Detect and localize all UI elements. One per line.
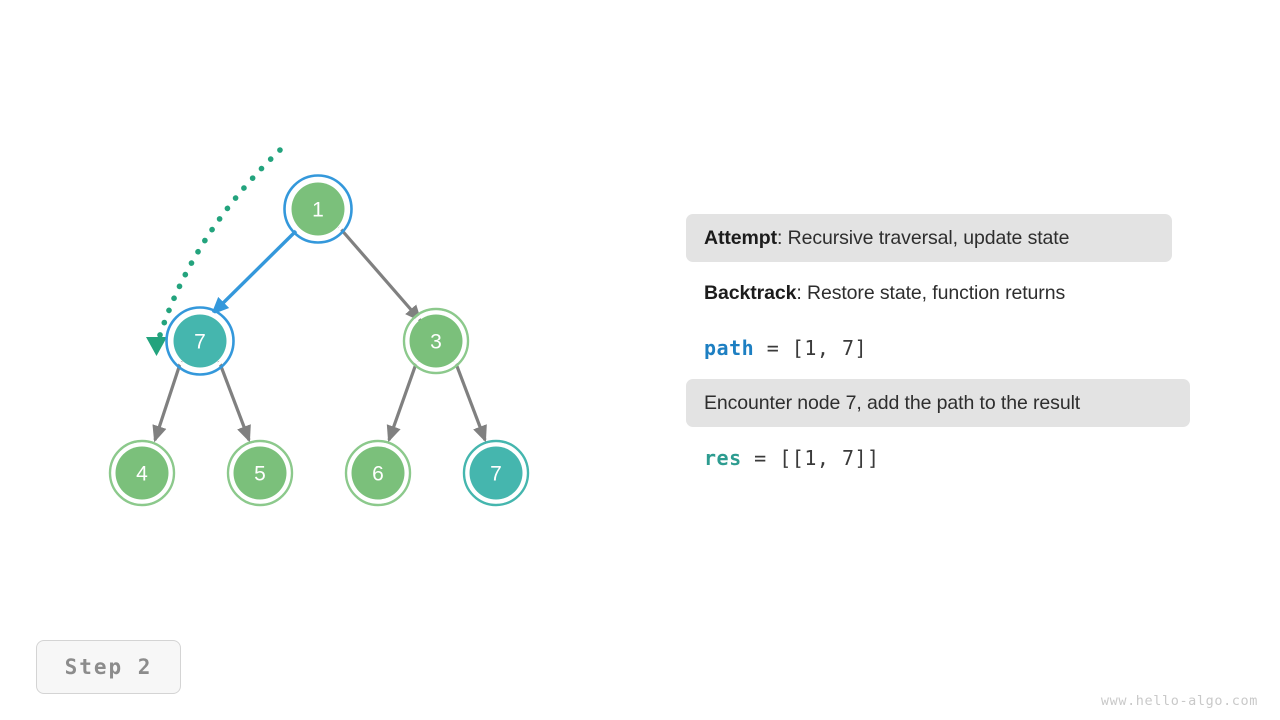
attempt-label: Attempt [704, 226, 777, 249]
edge-3-to-7 [453, 360, 487, 443]
path-variable: path [704, 336, 755, 360]
res-variable: res [704, 446, 742, 470]
step-badge-label: Step 2 [64, 655, 153, 679]
step-badge: Step 2 [36, 640, 181, 694]
tree-node-7-right-label: 7 [490, 463, 502, 486]
tree-node-7-right[interactable]: 7 [462, 439, 530, 507]
tree-node-3[interactable]: 3 [402, 307, 470, 375]
edge-1-to-7-active [211, 227, 300, 315]
attempt-row: Attempt: Recursive traversal, update sta… [686, 214, 1172, 262]
path-value: = [1, 7] [754, 336, 868, 360]
tree-node-7-left[interactable]: 7 [165, 306, 235, 376]
tree-node-6-label: 6 [372, 463, 384, 486]
explanation-panel: Attempt: Recursive traversal, update sta… [686, 214, 1206, 489]
watermark-text: www.hello-algo.com [1100, 693, 1258, 709]
res-value: = [[1, 7]] [741, 446, 880, 470]
tree-node-7-left-label: 7 [194, 331, 206, 354]
backtrack-label: Backtrack [704, 281, 797, 304]
watermark: www.hello-algo.com [1101, 693, 1258, 709]
tree-node-3-label: 3 [430, 331, 442, 354]
tree-edges [152, 225, 487, 443]
res-row: res = [[1, 7]] [686, 434, 1206, 482]
edge-7-to-4 [152, 360, 183, 443]
backtrack-path [146, 147, 283, 356]
tree-node-1[interactable]: 1 [283, 174, 353, 244]
edge-7-to-5 [217, 360, 251, 443]
encounter-text: Encounter node 7, add the path to the re… [704, 391, 1081, 414]
tree-node-6[interactable]: 6 [344, 439, 412, 507]
encounter-row: Encounter node 7, add the path to the re… [686, 379, 1190, 427]
tree-nodes: 1 7 3 4 [108, 174, 530, 507]
backtrack-text: : Restore state, function returns [796, 281, 1066, 304]
tree-node-4[interactable]: 4 [108, 439, 176, 507]
tree-node-1-label: 1 [312, 199, 324, 222]
tree-node-4-label: 4 [136, 463, 148, 486]
path-end-triangle [146, 337, 167, 356]
backtrack-row: Backtrack: Restore state, function retur… [686, 269, 1206, 317]
tree-node-5-label: 5 [254, 463, 266, 486]
path-row: path = [1, 7] [686, 324, 1206, 372]
edge-3-to-6 [386, 360, 419, 443]
tree-node-5[interactable]: 5 [226, 439, 294, 507]
edge-1-to-3 [337, 225, 422, 322]
attempt-text: : Recursive traversal, update state [776, 226, 1070, 249]
binary-tree-diagram: 1 7 3 4 [108, 147, 530, 507]
